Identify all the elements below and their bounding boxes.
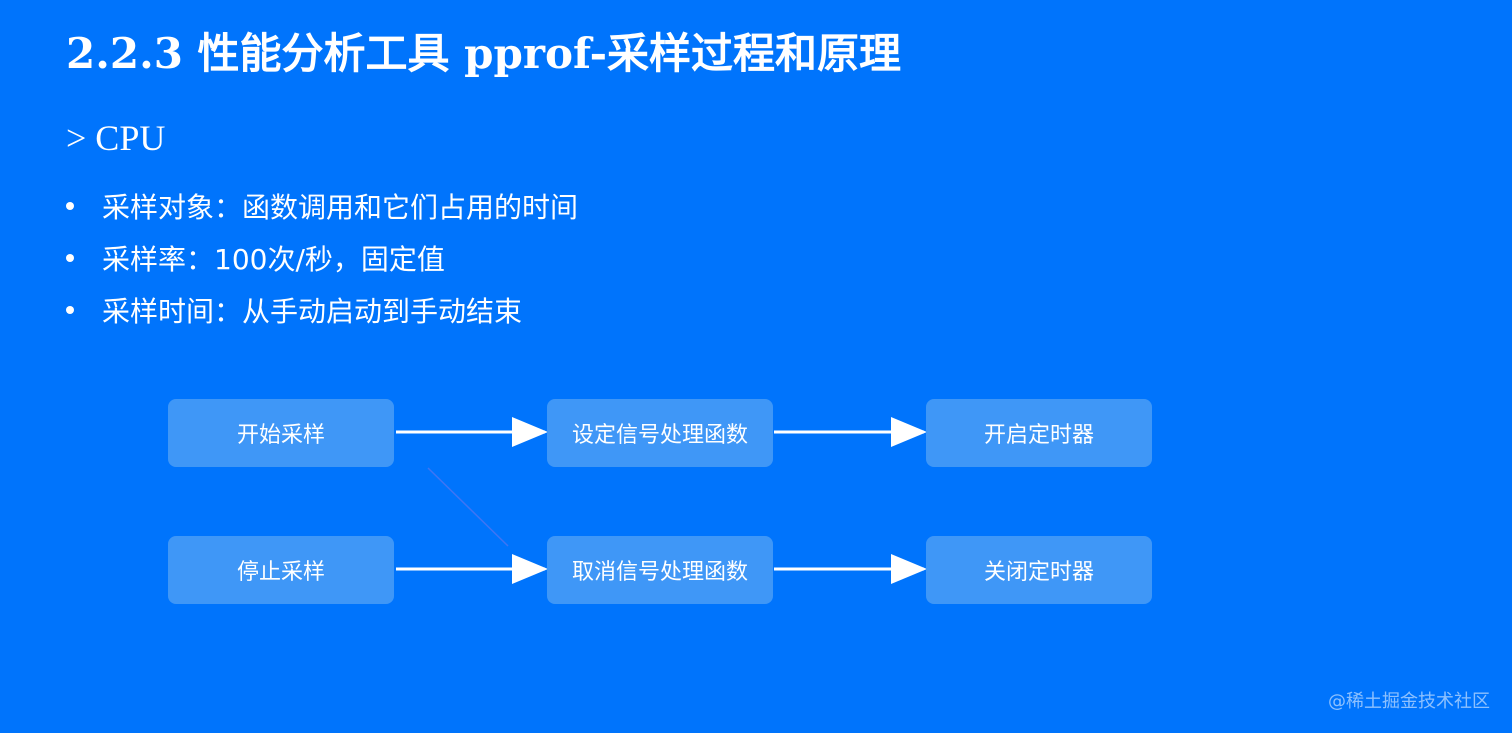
step-stop-timer: 关闭定时器 [926,536,1152,604]
bullet-text: 采样时间：从手动启动到手动结束 [102,295,523,328]
bullet-text: 采样对象：函数调用和它们占用的时间 [102,191,579,224]
step-cancel-signal-handler: 取消信号处理函数 [547,536,773,604]
bullet-item: 采样率：100次/秒，固定值 [66,232,578,284]
step-stop-sampling: 停止采样 [168,536,394,604]
faint-diagonal-connector [427,467,509,547]
bullet-list: 采样对象：函数调用和它们占用的时间 采样率：100次/秒，固定值 采样时间：从手… [66,180,578,336]
bullet-item: 采样对象：函数调用和它们占用的时间 [66,180,578,232]
section-subtitle: > CPU [66,118,166,158]
step-start-sampling: 开始采样 [168,399,394,467]
bullet-dot-icon [66,254,74,262]
step-start-timer: 开启定时器 [926,399,1152,467]
bullet-item: 采样时间：从手动启动到手动结束 [66,284,578,336]
bullet-dot-icon [66,202,74,210]
slide-title: 2.2.3 性能分析工具 pprof-采样过程和原理 [66,29,902,78]
watermark: @稀土掘金技术社区 [1328,691,1490,712]
bullet-text: 采样率：100次/秒，固定值 [102,243,445,276]
step-set-signal-handler: 设定信号处理函数 [547,399,773,467]
bullet-dot-icon [66,306,74,314]
